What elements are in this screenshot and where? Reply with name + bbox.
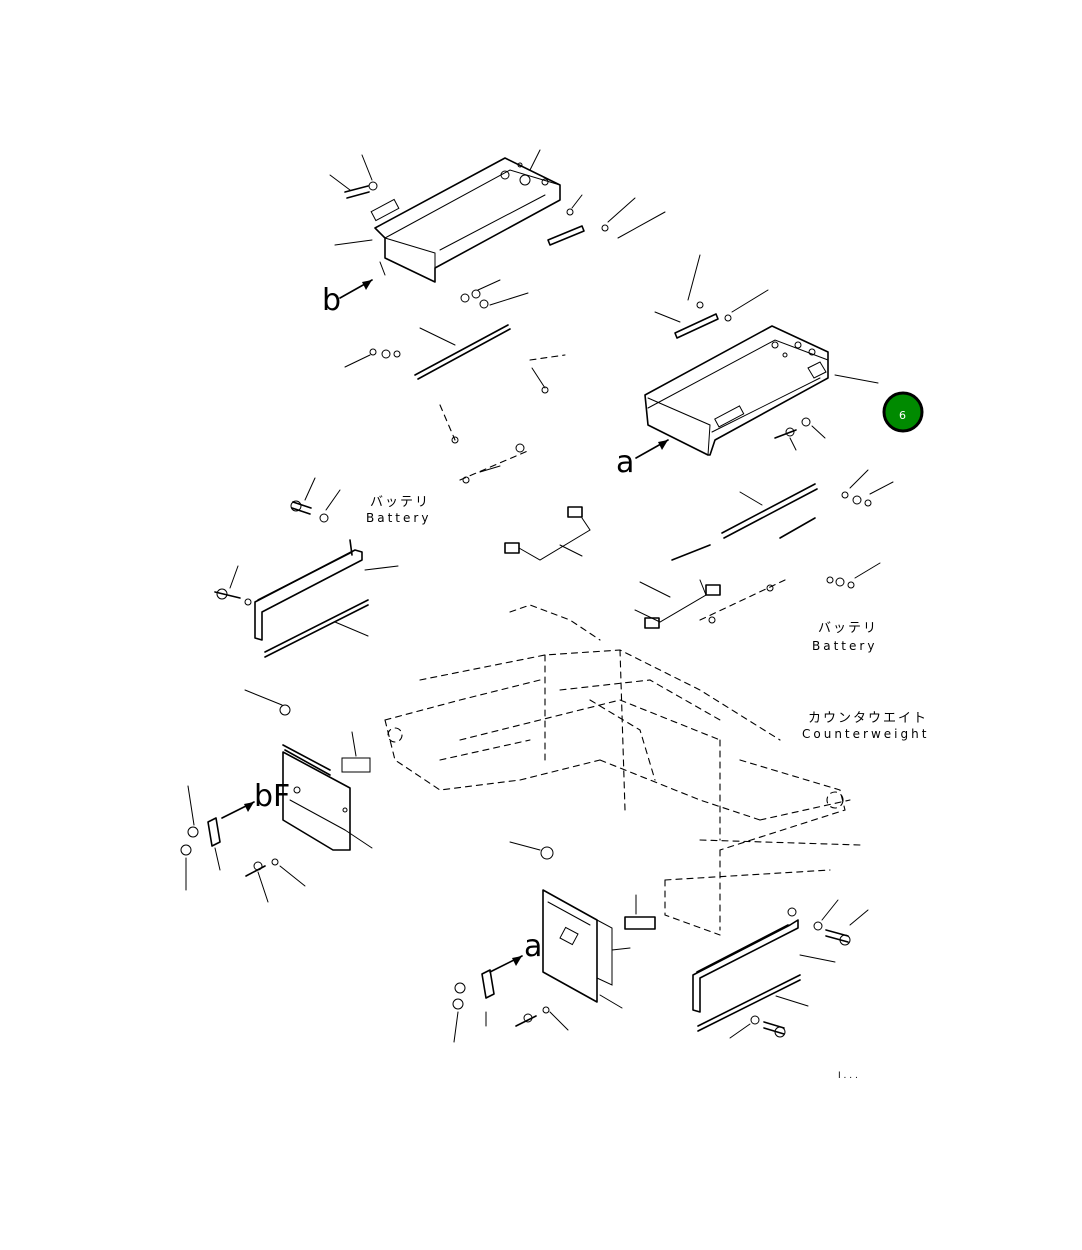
battery-cover-left <box>214 539 399 658</box>
bolt-right-cover <box>774 417 826 451</box>
callout-badge-number: 6 <box>899 409 906 422</box>
plug-center <box>509 841 554 860</box>
battery-box-panel <box>542 889 656 1009</box>
label-battery-jp-left: バッテリ <box>370 495 430 510</box>
label-b-top: b <box>322 283 341 318</box>
arrow-a-bottom: a <box>489 929 542 973</box>
revolving-frame-phantom <box>384 604 861 936</box>
left-lower-parts <box>244 689 371 776</box>
label-battery-jp-right: バッテリ <box>818 621 878 636</box>
rod-right <box>671 483 818 561</box>
callout-badge[interactable]: 6 <box>882 391 924 433</box>
label-bF: bF <box>254 779 290 814</box>
upper-right-cover <box>644 325 879 456</box>
upper-left-cover <box>334 149 561 283</box>
bolt-set-top-left <box>329 154 378 199</box>
label-a-bottom: a <box>524 929 542 964</box>
label-battery-en-left: Battery <box>366 511 431 525</box>
latch-left <box>180 785 306 903</box>
rod-left <box>344 324 511 380</box>
label-a-top: a <box>616 445 634 480</box>
battery-cover-right <box>692 899 869 1039</box>
nut-set-mid-top <box>460 279 529 309</box>
label-counterweight-en: Counterweight <box>802 727 929 741</box>
dashed-linkage <box>439 404 531 484</box>
battery-side-panel <box>282 751 373 851</box>
label-counterweight-jp: カウンタウエイト <box>808 711 928 726</box>
connector-bracket-right <box>634 579 786 629</box>
bolt-left-battery <box>290 477 341 523</box>
latch-bottom <box>452 969 569 1043</box>
connector-bracket-center <box>504 506 591 561</box>
footer-mark: I . . . <box>838 1071 858 1081</box>
arrow-a-top: a <box>616 439 669 480</box>
arrow-bF: bF <box>221 779 290 819</box>
arrow-b-top: b <box>322 279 373 318</box>
pin-top-right <box>654 254 769 339</box>
label-battery-en-right: Battery <box>812 639 877 653</box>
small-pin-center <box>529 354 566 394</box>
pin-top-center <box>547 194 666 246</box>
nuts-right <box>826 469 894 589</box>
